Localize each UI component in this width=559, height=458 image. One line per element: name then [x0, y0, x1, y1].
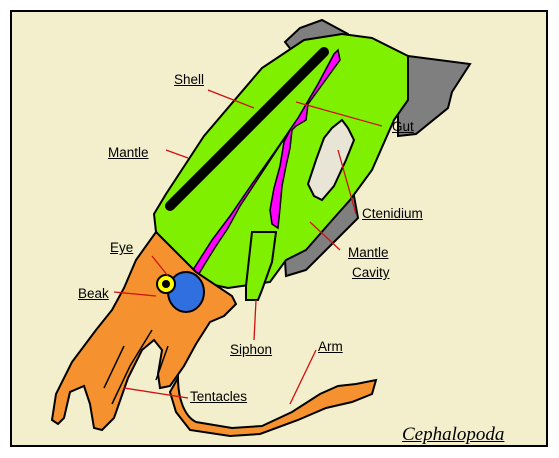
siphon-tube	[246, 232, 276, 300]
label-eye: Eye	[110, 240, 133, 255]
label-arm: Arm	[318, 339, 343, 354]
arm-leader	[290, 350, 316, 404]
eye-pupil	[162, 280, 170, 288]
label-ctenidium: Ctenidium	[362, 206, 423, 221]
diagram-title: Cephalopoda	[402, 424, 504, 446]
label-mantle: Mantle	[108, 145, 149, 160]
siphon-leader	[254, 300, 256, 340]
label-mantle-cavity-line1: Mantle	[348, 245, 389, 260]
label-mantle-cavity-line2: Cavity	[352, 265, 390, 280]
label-gut: Gut	[392, 119, 414, 134]
tentacle-arm	[170, 378, 376, 436]
label-beak: Beak	[78, 286, 109, 301]
mantle-leader	[166, 150, 188, 158]
label-tentacles: Tentacles	[190, 389, 247, 404]
label-shell: Shell	[174, 72, 204, 87]
label-siphon: Siphon	[230, 342, 272, 357]
